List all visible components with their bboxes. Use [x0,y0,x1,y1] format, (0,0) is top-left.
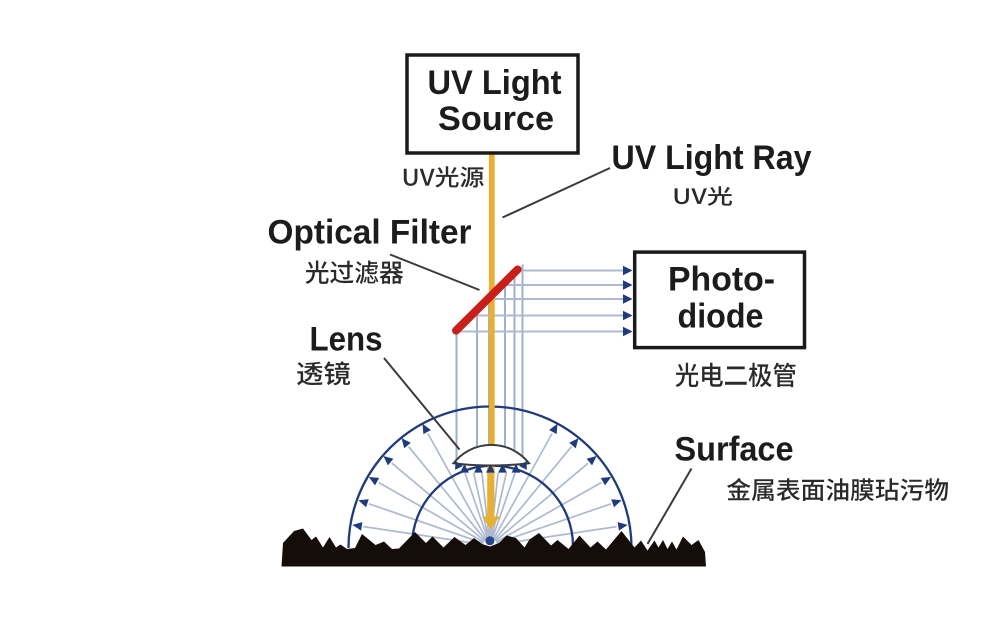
svg-text:Source: Source [438,100,554,138]
svg-text:Lens: Lens [310,320,383,358]
svg-text:Surface: Surface [675,431,794,469]
svg-text:Photo-: Photo- [668,260,775,298]
svg-text:UV Light: UV Light [428,64,562,102]
svg-text:diode: diode [678,298,764,336]
svg-text:Optical Filter: Optical Filter [268,214,472,252]
svg-text:UV Light Ray: UV Light Ray [612,139,812,177]
